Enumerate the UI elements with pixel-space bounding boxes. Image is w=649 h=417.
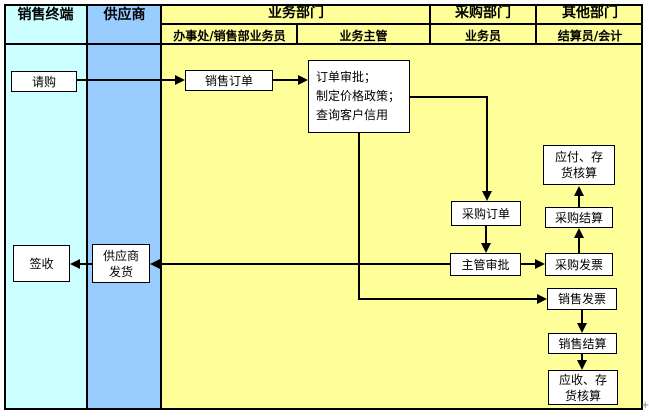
node-purchase-order: 采购订单 [451, 201, 521, 226]
node-label: 销售发票 [557, 292, 606, 306]
lane-header-sales-terminal: 销售终端 [17, 7, 74, 23]
lane-supplier [88, 4, 162, 410]
node-label: 采购结算 [554, 210, 603, 225]
node-label: 销售订单 [204, 73, 253, 88]
subheader-business-supervisor: 业务主管 [339, 29, 388, 43]
node-sales-settlement: 销售结算 [548, 333, 617, 354]
arrowhead-down-icon [577, 360, 587, 370]
arrowhead-down-icon [481, 243, 491, 253]
lane-divider-2 [160, 4, 162, 410]
node-label-line1: 应付、存 [554, 150, 603, 164]
connector-purchasesettlement-to-payable [578, 196, 580, 207]
subheader-clerk: 业务员 [464, 29, 501, 43]
connector-salesorder-to-approval [273, 79, 298, 81]
arrowhead-down-icon [577, 323, 587, 333]
connector-approval-to-salesinvoice-h [358, 298, 537, 300]
node-label: 采购发票 [554, 257, 603, 272]
arrowhead-left-icon [70, 259, 80, 269]
connector-approval-to-purchaseorder-h [410, 96, 488, 98]
header-row-divider [162, 23, 643, 25]
node-supervisor-approval: 主管审批 [450, 253, 521, 276]
subheader-office-salesperson: 办事处/销售部业务员 [173, 29, 286, 43]
node-supplier-shipment: 供应商 发货 [92, 244, 150, 283]
node-label: 销售结算 [558, 336, 607, 351]
lane-divider-1 [86, 4, 88, 410]
node-sales-invoice: 销售发票 [547, 288, 617, 310]
arrowhead-up-icon [574, 186, 584, 196]
arrowhead-right-icon [537, 294, 547, 304]
connector-supervisor-to-suppliership [160, 263, 450, 265]
connector-salessettlement-to-receivable [581, 354, 583, 361]
arrowhead-down-icon [482, 191, 492, 201]
node-label-line1: 订单审批； [316, 70, 377, 84]
arrowhead-up-icon [574, 228, 584, 238]
lane-sales-terminal [4, 4, 88, 410]
node-label: 主管审批 [461, 257, 510, 272]
node-sales-order: 销售订单 [185, 70, 273, 91]
connector-supervisor-to-purchaseinvoice [521, 263, 535, 265]
node-label-line2: 货核算 [564, 388, 601, 403]
arrowhead-right-icon [175, 75, 185, 85]
node-label-line1: 应收、存 [558, 372, 607, 387]
node-label-line3: 查询客户信用 [316, 108, 389, 122]
lane-header-supplier: 供应商 [103, 7, 146, 23]
arrowhead-right-icon [298, 75, 308, 85]
connector-salesinvoice-to-settlement [581, 310, 583, 324]
node-purchase-invoice: 采购发票 [545, 253, 613, 276]
arrowhead-left-icon [150, 259, 160, 269]
node-purchase-settlement: 采购结算 [545, 207, 613, 228]
node-label-line2: 制定价格政策； [316, 89, 401, 103]
node-label-line1: 供应商 [102, 248, 139, 263]
connector-suppliership-to-signreceipt [80, 263, 92, 265]
node-label: 请购 [31, 74, 56, 89]
lane-header-other: 其他部门 [562, 5, 618, 21]
subheader-settlement-accountant: 结算员/会计 [557, 29, 623, 43]
node-label: 采购订单 [461, 206, 510, 221]
node-request-purchase: 请购 [11, 71, 77, 92]
node-receivable-inventory-accounting: 应收、存 货核算 [548, 370, 618, 405]
arrowhead-right-icon [535, 259, 545, 269]
node-sign-receipt: 签收 [13, 245, 70, 282]
node-label: 签收 [29, 256, 54, 271]
node-label-line2: 货核算 [560, 166, 597, 180]
node-label-line2: 发货 [108, 264, 133, 279]
lane-header-business: 业务部门 [268, 5, 324, 21]
connector-approval-to-purchaseorder-v [486, 96, 488, 191]
header-bottom-border [4, 43, 643, 45]
subheader-divider-business [296, 23, 298, 45]
lane-header-purchasing: 采购部门 [455, 5, 511, 21]
connector-approval-to-salesinvoice-v [358, 133, 360, 299]
corner-anchor-marker: + [641, 400, 649, 411]
node-order-approval: 订单审批； 制定价格政策； 查询客户信用 [308, 60, 410, 133]
connector-request-to-salesorder [77, 79, 175, 81]
connector-purchaseinvoice-to-settlement [578, 238, 580, 253]
connector-purchaseorder-to-supervisor [485, 226, 487, 243]
node-payable-inventory-accounting: 应付、存 货核算 [543, 145, 615, 185]
